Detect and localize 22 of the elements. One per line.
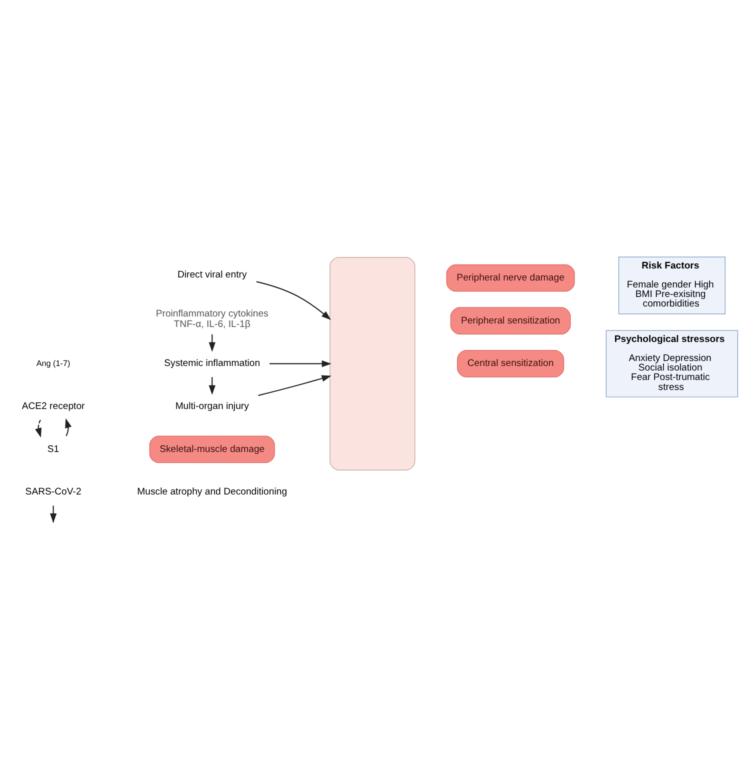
node-text: ACE2 receptor (22, 401, 85, 412)
node-text: Multi-organ injury (175, 401, 249, 412)
node-text: SARS-CoV-2 (25, 486, 82, 498)
arrow (270, 360, 332, 368)
node-text: Direct viral entry (177, 270, 247, 281)
node-text: S1 (47, 444, 60, 455)
node-text: Proinflammatory cytokines TNF-α, IL-6, IL-1β (156, 308, 268, 330)
arrow (258, 375, 332, 396)
arrow (50, 506, 57, 523)
node-box: Skeletal-muscle damage (149, 436, 275, 464)
node-person (330, 256, 416, 470)
node-box: Peripheral nerve damage (446, 264, 575, 292)
node-box: Peripheral sensitization (450, 307, 571, 335)
node-box: Risk Factors Female gender High BMI Pre-exisitng comorbidities (618, 256, 726, 314)
arrow (65, 418, 72, 436)
node-text: Systemic inflammation (164, 358, 260, 370)
node-box: Psychological stressors Anxiety Depression Social isolation Fear Post-trumatic stress (606, 330, 738, 398)
node-text: Ang (1-7) (36, 358, 70, 368)
arrow (256, 281, 332, 320)
node-text: Muscle atrophy and Deconditioning (137, 486, 288, 498)
node-box: Central sensitization (457, 350, 564, 378)
arrow (35, 420, 42, 438)
